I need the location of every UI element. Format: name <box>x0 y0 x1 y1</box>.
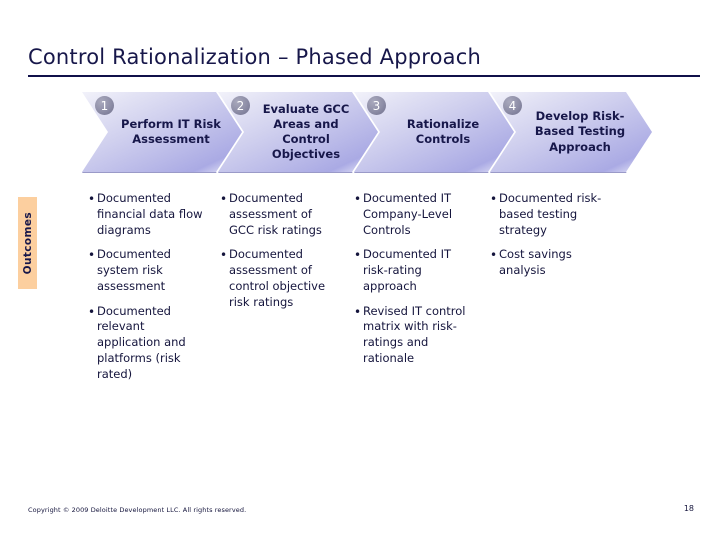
outcomes-side-bar <box>18 197 37 289</box>
outcome-bullet-text: Cost savings analysis <box>499 247 572 277</box>
outcome-bullet-text: Documented assessment of control objecti… <box>229 247 326 309</box>
bullet-icon: • <box>88 192 96 206</box>
bullet-icon: • <box>354 304 362 319</box>
bullet-icon: • <box>490 248 498 263</box>
phase-number-badge-1: 1 <box>95 96 114 115</box>
bullet-icon: • <box>354 248 362 263</box>
outcome-bullet-text: Documented relevant application and plat… <box>97 303 186 381</box>
phase-label-3: Rationalize Controls <box>406 116 480 146</box>
bullet-icon: • <box>220 192 228 206</box>
outcome-bullet-item: •Documented financial data flow diagrams <box>88 191 206 238</box>
outcome-bullet-item: •Cost savings analysis <box>490 247 612 279</box>
footer-copyright: Copyright © 2009 Deloitte Development LL… <box>28 506 247 514</box>
outcome-bullet-text: Documented IT Company-Level Controls <box>363 191 453 237</box>
phase-label-1: Perform IT Risk Assessment <box>121 116 221 146</box>
outcome-bullet-item: •Documented IT Company-Level Controls <box>354 191 476 238</box>
phase-number-badge-3: 3 <box>367 96 386 115</box>
outcome-column-4: •Documented risk-based testing strategy•… <box>490 191 612 288</box>
outcome-columns: •Documented financial data flow diagrams… <box>88 191 698 441</box>
title-underline-rule <box>28 75 700 77</box>
phase-number-badge-2: 2 <box>231 96 250 115</box>
outcome-bullet-text: Revised IT control matrix with risk-rati… <box>363 303 466 365</box>
phase-label-2: Evaluate GCC Areas and Control Objective… <box>262 101 350 162</box>
outcome-bullet-item: •Documented relevant application and pla… <box>88 304 206 383</box>
bullet-icon: • <box>490 192 498 206</box>
bullet-icon: • <box>88 248 96 263</box>
outcome-bullet-text: Documented IT risk-rating approach <box>363 247 452 293</box>
bullet-icon: • <box>354 192 362 206</box>
outcome-bullet-text: Documented risk-based testing strategy <box>499 191 602 237</box>
phase-number-badge-4: 4 <box>503 96 522 115</box>
outcome-bullet-item: •Documented system risk assessment <box>88 247 206 294</box>
outcome-bullet-item: •Documented assessment of control object… <box>220 247 338 310</box>
outcome-column-3: •Documented IT Company-Level Controls•Do… <box>354 191 476 376</box>
phase-label-4: Develop Risk-Based Testing Approach <box>534 109 626 154</box>
outcome-bullet-text: Documented system risk assessment <box>97 247 171 293</box>
outcome-column-1: •Documented financial data flow diagrams… <box>88 191 206 391</box>
outcome-bullet-item: •Revised IT control matrix with risk-rat… <box>354 304 476 367</box>
outcome-bullet-text: Documented financial data flow diagrams <box>97 191 203 237</box>
outcomes-side-label-text: Outcomes <box>21 211 34 275</box>
outcome-bullet-item: •Documented assessment of GCC risk ratin… <box>220 191 338 238</box>
outcome-bullet-text: Documented assessment of GCC risk rating… <box>229 191 322 237</box>
outcomes-side-label: Outcomes <box>18 197 37 289</box>
bullet-icon: • <box>220 248 228 263</box>
page-title: Control Rationalization – Phased Approac… <box>28 45 481 69</box>
footer-page-number: 18 <box>683 504 694 513</box>
outcome-column-2: •Documented assessment of GCC risk ratin… <box>220 191 338 319</box>
outcome-bullet-item: •Documented risk-based testing strategy <box>490 191 612 238</box>
outcome-bullet-item: •Documented IT risk-rating approach <box>354 247 476 294</box>
bullet-icon: • <box>88 304 96 319</box>
phase-chevron-row: Perform IT Risk Assessment 1 Evaluate GCC … <box>82 92 652 174</box>
